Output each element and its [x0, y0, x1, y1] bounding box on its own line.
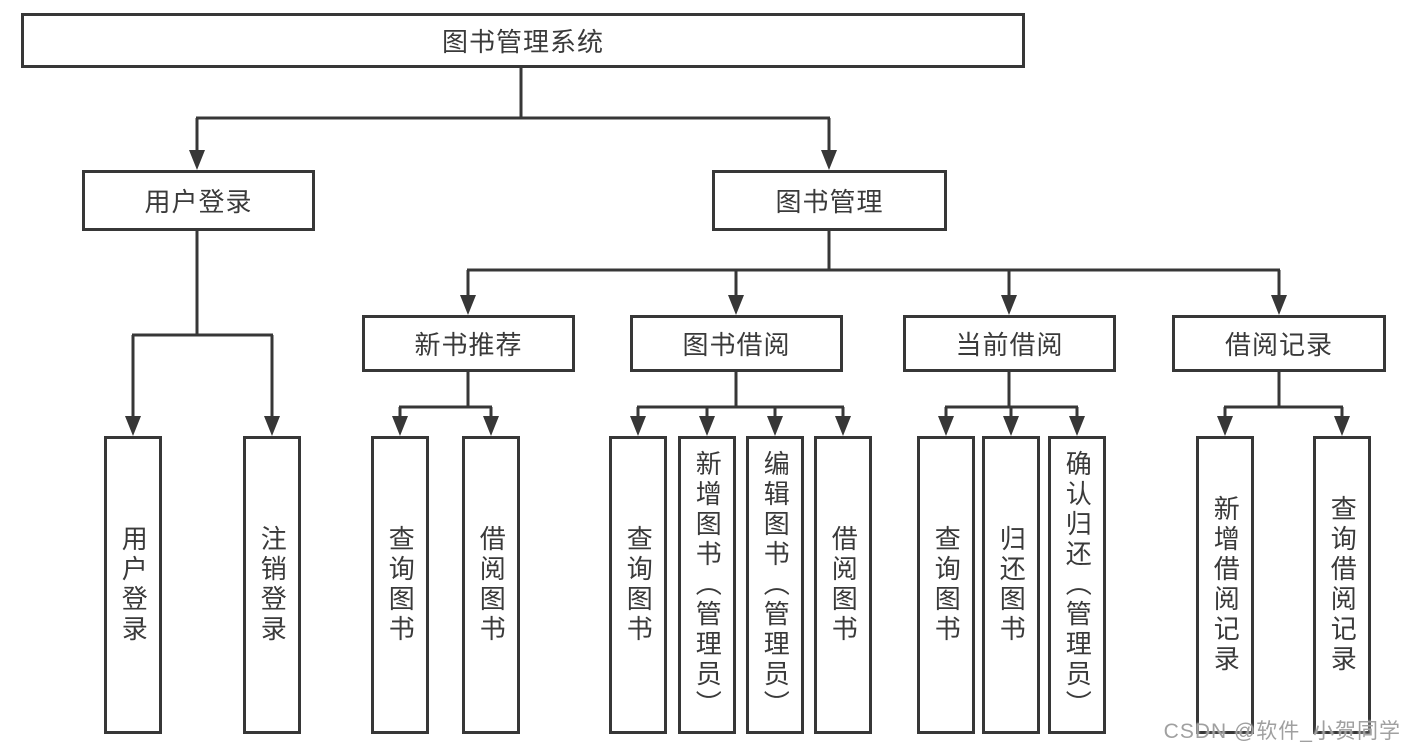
leaf-label: 借阅图书 [828, 525, 859, 645]
leaf-label: 新增图书（管理员） [692, 450, 723, 720]
node-new-book-recommend: 新书推荐 [362, 315, 575, 372]
leaf-current-query-books: 查询图书 [917, 436, 975, 734]
node-current-borrow: 当前借阅 [903, 315, 1116, 372]
connector-root-to-level2 [189, 68, 837, 170]
leaf-label: 借阅图书 [476, 525, 507, 645]
leaf-borrow-borrow-books: 借阅图书 [814, 436, 872, 734]
connector-book-borrow-to-leaves [630, 372, 851, 436]
leaf-label: 查询图书 [931, 525, 962, 645]
leaf-label: 查询借阅记录 [1327, 495, 1358, 675]
leaf-current-return-books: 归还图书 [982, 436, 1040, 734]
leaf-label: 新增借阅记录 [1210, 495, 1241, 675]
leaf-recommend-borrow-books: 借阅图书 [462, 436, 520, 734]
connector-new-book-recommend-to-leaves [392, 372, 499, 436]
leaf-borrow-edit-books-admin: 编辑图书（管理员） [746, 436, 804, 734]
leaf-label: 查询图书 [385, 525, 416, 645]
node-user-login-branch: 用户登录 [82, 170, 315, 231]
leaf-borrow-add-books-admin: 新增图书（管理员） [678, 436, 736, 734]
node-book-management: 图书管理 [712, 170, 947, 231]
leaf-recommend-query-books: 查询图书 [371, 436, 429, 734]
leaf-borrow-query-books: 查询图书 [609, 436, 667, 734]
leaf-user-login: 用户登录 [104, 436, 162, 734]
node-system-root: 图书管理系统 [21, 13, 1025, 68]
node-borrow-records: 借阅记录 [1172, 315, 1386, 372]
leaf-records-query-record: 查询借阅记录 [1313, 436, 1371, 734]
connector-book-management-to-level3 [460, 231, 1287, 315]
leaf-label: 用户登录 [118, 525, 149, 645]
leaf-current-confirm-return-admin: 确认归还（管理员） [1048, 436, 1106, 734]
connector-borrow-records-to-leaves [1217, 372, 1350, 436]
leaf-label: 注销登录 [257, 525, 288, 645]
leaf-label: 查询图书 [623, 525, 654, 645]
node-book-borrow: 图书借阅 [630, 315, 843, 372]
connector-user-login-to-leaves [125, 231, 280, 436]
leaf-label: 确认归还（管理员） [1062, 450, 1093, 720]
connector-current-borrow-to-leaves [938, 372, 1085, 436]
leaf-records-add-record: 新增借阅记录 [1196, 436, 1254, 734]
leaf-label: 归还图书 [996, 525, 1027, 645]
csdn-watermark: CSDN @软件_小贺同学 [1163, 720, 1401, 743]
leaf-logout: 注销登录 [243, 436, 301, 734]
leaf-label: 编辑图书（管理员） [760, 450, 791, 720]
